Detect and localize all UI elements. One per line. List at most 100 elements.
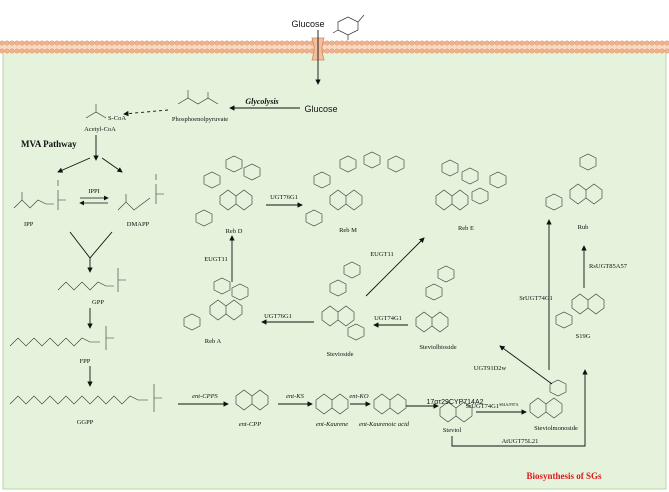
membrane-bead: [234, 48, 240, 54]
membrane-bead: [224, 48, 230, 54]
membrane-bead: [179, 48, 185, 54]
membrane-bead: [299, 40, 305, 46]
reb-m-structure: [305, 151, 405, 227]
membrane-bead: [214, 48, 220, 54]
membrane-bead: [59, 40, 65, 46]
membrane-bead: [569, 48, 575, 54]
membrane-bead: [0, 40, 5, 46]
membrane-bead: [4, 40, 10, 46]
membrane-bead: [274, 48, 280, 54]
membrane-bead: [579, 40, 585, 46]
membrane-bead: [559, 40, 565, 46]
membrane-bead: [49, 48, 55, 54]
membrane-bead: [554, 48, 560, 54]
membrane-bead: [359, 48, 365, 54]
ugt76g1-a-label: UGT76G1: [264, 313, 292, 320]
membrane-bead: [179, 40, 185, 46]
membrane-bead: [549, 40, 555, 46]
membrane-bead: [204, 40, 210, 46]
membrane-bead: [574, 40, 580, 46]
membrane-bead: [24, 40, 30, 46]
membrane-bead: [14, 40, 20, 46]
kah-label: 17ατ29CYP714A2: [426, 399, 483, 406]
membrane-bead: [334, 48, 340, 54]
membrane-bead: [469, 48, 475, 54]
membrane-bead: [129, 48, 135, 54]
dmapp-label: DMAPP: [127, 221, 150, 228]
glucose-inside-label: Glucose: [304, 104, 337, 114]
membrane-bead: [99, 48, 105, 54]
membrane-bead: [494, 48, 500, 54]
membrane-bead: [84, 40, 90, 46]
reb-a-label: Reb A: [205, 338, 222, 345]
membrane-bead: [489, 48, 495, 54]
membrane-bead: [204, 48, 210, 54]
membrane-bead: [459, 48, 465, 54]
membrane-bead: [659, 40, 665, 46]
membrane-bead: [589, 48, 595, 54]
membrane-bead: [584, 48, 590, 54]
membrane-bead: [499, 48, 505, 54]
membrane-bead: [439, 48, 445, 54]
membrane-bead: [439, 40, 445, 46]
membrane-bead: [269, 40, 275, 46]
membrane-bead: [469, 40, 475, 46]
membrane-bead: [549, 48, 555, 54]
membrane-bead: [49, 40, 55, 46]
membrane-bead: [134, 40, 140, 46]
steviolbioside-label: Steviolbioside: [419, 344, 456, 351]
membrane-bead: [604, 40, 610, 46]
membrane-bead: [644, 48, 650, 54]
membrane-bead: [94, 48, 100, 54]
membrane-bead: [609, 40, 615, 46]
eugt11-mid-label: EUGT11: [370, 251, 394, 258]
membrane-bead: [434, 40, 440, 46]
membrane-bead: [614, 48, 620, 54]
membrane-bead: [664, 40, 669, 46]
membrane-bead: [234, 40, 240, 46]
membrane-bead: [539, 48, 545, 54]
ent-ks-label: ent-KS: [286, 393, 304, 400]
membrane-bead: [289, 40, 295, 46]
membrane-bead: [24, 48, 30, 54]
rub-label: Rub: [578, 224, 589, 231]
membrane-bead: [159, 48, 165, 54]
membrane-bead: [9, 48, 15, 54]
membrane-bead: [299, 48, 305, 54]
ugt91d2w-label: UGT91D2w: [474, 365, 507, 372]
membrane-bead: [364, 40, 370, 46]
membrane-bead: [434, 48, 440, 54]
membrane-bead: [239, 40, 245, 46]
membrane-bead: [574, 48, 580, 54]
membrane-bead: [59, 48, 65, 54]
membrane-bead: [44, 40, 50, 46]
membrane-bead: [279, 40, 285, 46]
gpp-label: GPP: [92, 299, 104, 306]
membrane-bead: [449, 48, 455, 54]
membrane-bead: [199, 48, 205, 54]
membrane-bead: [209, 48, 215, 54]
membrane-bead: [304, 40, 310, 46]
ent-cpp-label: ent-CPP: [239, 421, 261, 428]
membrane-bead: [609, 48, 615, 54]
membrane-bead: [454, 48, 460, 54]
s19g-label: S19G: [576, 333, 591, 340]
membrane-bead: [224, 40, 230, 46]
membrane-bead: [259, 40, 265, 46]
membrane-bead: [74, 40, 80, 46]
membrane-bead: [114, 48, 120, 54]
membrane-bead: [174, 48, 180, 54]
membrane-bead: [284, 40, 290, 46]
mva-pathway-title: MVA Pathway: [21, 139, 77, 149]
membrane-bead: [104, 40, 110, 46]
membrane-bead: [369, 48, 375, 54]
s19g-structure: [555, 293, 605, 329]
glycolysis-label: Glycolysis: [245, 97, 278, 106]
membrane-bead: [464, 48, 470, 54]
membrane-bead: [294, 48, 300, 54]
membrane-bead: [134, 48, 140, 54]
membrane-bead: [379, 40, 385, 46]
membrane-bead: [199, 40, 205, 46]
membrane-bead: [424, 48, 430, 54]
membrane-bead: [219, 40, 225, 46]
